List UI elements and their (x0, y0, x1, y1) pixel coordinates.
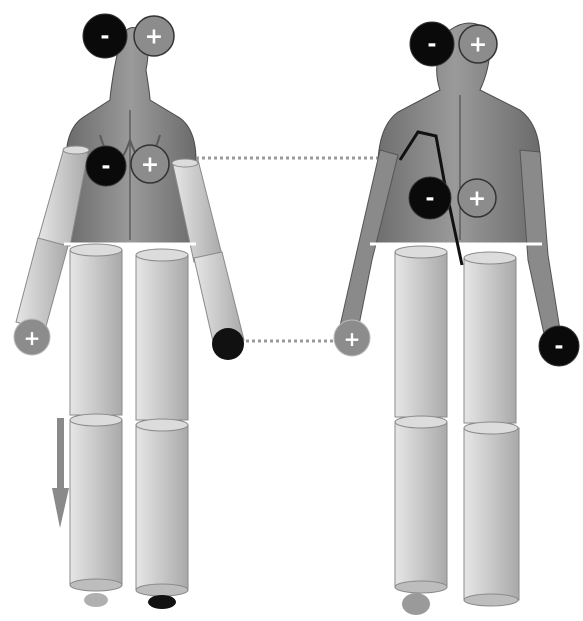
front-head-positive-electrode: + (134, 16, 174, 56)
front-left-foot (148, 595, 176, 609)
front-left-hand-positive-electrode: + (14, 319, 50, 355)
back-right-leg-lower (395, 416, 447, 593)
back-left-hand-positive-electrode: + (334, 320, 370, 356)
back-right-foot (402, 593, 430, 615)
electrode-sign: + (344, 327, 361, 351)
front-right-foot (84, 593, 108, 607)
back-head-negative-electrode: - (410, 22, 454, 66)
back-left-leg-upper (464, 252, 516, 423)
electrode-sign: - (425, 187, 434, 212)
front-left-leg-upper (136, 249, 188, 420)
front-left-leg-lower (136, 419, 188, 596)
back-mid-negative-electrode: - (409, 177, 451, 219)
electrode-sign: - (101, 155, 110, 180)
back-mid-positive-electrode: + (458, 179, 496, 217)
back-right-hand-negative-electrode: - (539, 326, 579, 366)
electrode-sign: + (468, 187, 486, 212)
front-chest-positive-electrode: + (131, 145, 169, 183)
electrode-sign: - (100, 25, 109, 50)
electrode-sign: - (554, 335, 563, 360)
front-head-negative-electrode: - (83, 14, 127, 58)
front-right-leg-upper (70, 244, 122, 415)
back-head-positive-electrode: + (459, 25, 497, 63)
front-chest-negative-electrode: - (86, 146, 126, 186)
electrode-sign: + (145, 25, 163, 50)
front-right-hand-dark (212, 328, 244, 360)
electrode-sign: - (427, 33, 436, 58)
back-left-leg-lower (464, 422, 519, 606)
front-right-leg-lower (70, 414, 122, 591)
back-right-leg-upper (395, 246, 447, 417)
electrode-sign: + (24, 326, 41, 350)
electrode-sign: + (141, 153, 159, 178)
electrode-sign: + (469, 33, 487, 58)
